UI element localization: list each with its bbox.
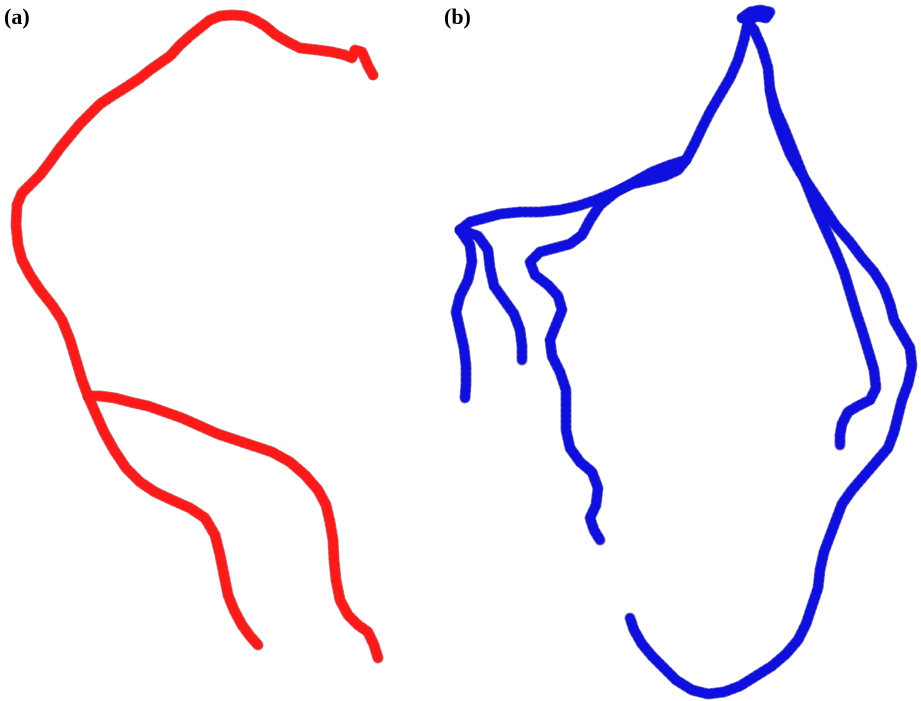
chain-a-main-beads [11,10,378,401]
panel-a-chains [10,9,384,664]
chain-b-upper-left-beads [455,17,753,235]
chain-a-branch-right-beads [83,391,383,663]
panel-b-label: (b) [444,4,471,29]
chain-a-branch-left-beads [83,391,263,650]
chain-b-middle-down-beads [525,155,691,545]
chain-b-left-mid-beads [455,225,527,365]
chain-b-right-inner-beads [765,85,881,450]
panel-b-chains [450,4,918,700]
chain-b-left-short-beads [451,225,477,403]
panel-a-label: (a) [4,4,30,29]
